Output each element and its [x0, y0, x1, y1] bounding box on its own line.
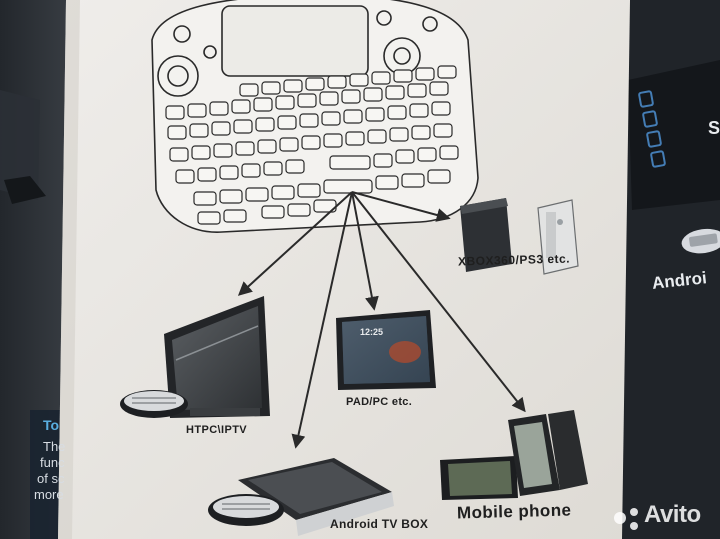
pad-pc-label: PAD/PC etc. [346, 396, 413, 408]
left-text-of-sc: of sc [37, 471, 65, 486]
left-text-func: func [40, 455, 65, 470]
avito-watermark: Avito [610, 500, 701, 530]
right-keyboard-icon [681, 228, 720, 254]
keyboard-keys [165, 65, 459, 225]
left-text-the: The [43, 439, 66, 454]
right-text-s: S [708, 118, 720, 138]
android-tv-box-label: Android TV BOX [330, 517, 429, 531]
xbox-ps3-label: XBOX360/PS3 etc. [457, 251, 571, 269]
right-blue-keys [638, 90, 666, 168]
keyboard-small-icon-1 [120, 390, 188, 418]
phone-icon [440, 410, 588, 500]
avito-logo-icon [614, 508, 638, 530]
tv-box-icon [238, 458, 394, 536]
keyboard-small-icon-2 [208, 494, 284, 526]
monitor-icon [164, 296, 270, 418]
htpc-iptv-label: HTPC\IPTV [186, 424, 248, 436]
mobile-phone-label: Mobile phone [456, 500, 572, 523]
svg-text:12:25: 12:25 [360, 327, 383, 337]
tablet-icon: 12:25 [336, 310, 436, 390]
left-text-more: more [34, 487, 64, 502]
left-text-to: To [43, 417, 60, 433]
console-icon [460, 198, 579, 275]
connection-arrows [237, 191, 526, 449]
avito-watermark-text: Avito [644, 501, 701, 528]
